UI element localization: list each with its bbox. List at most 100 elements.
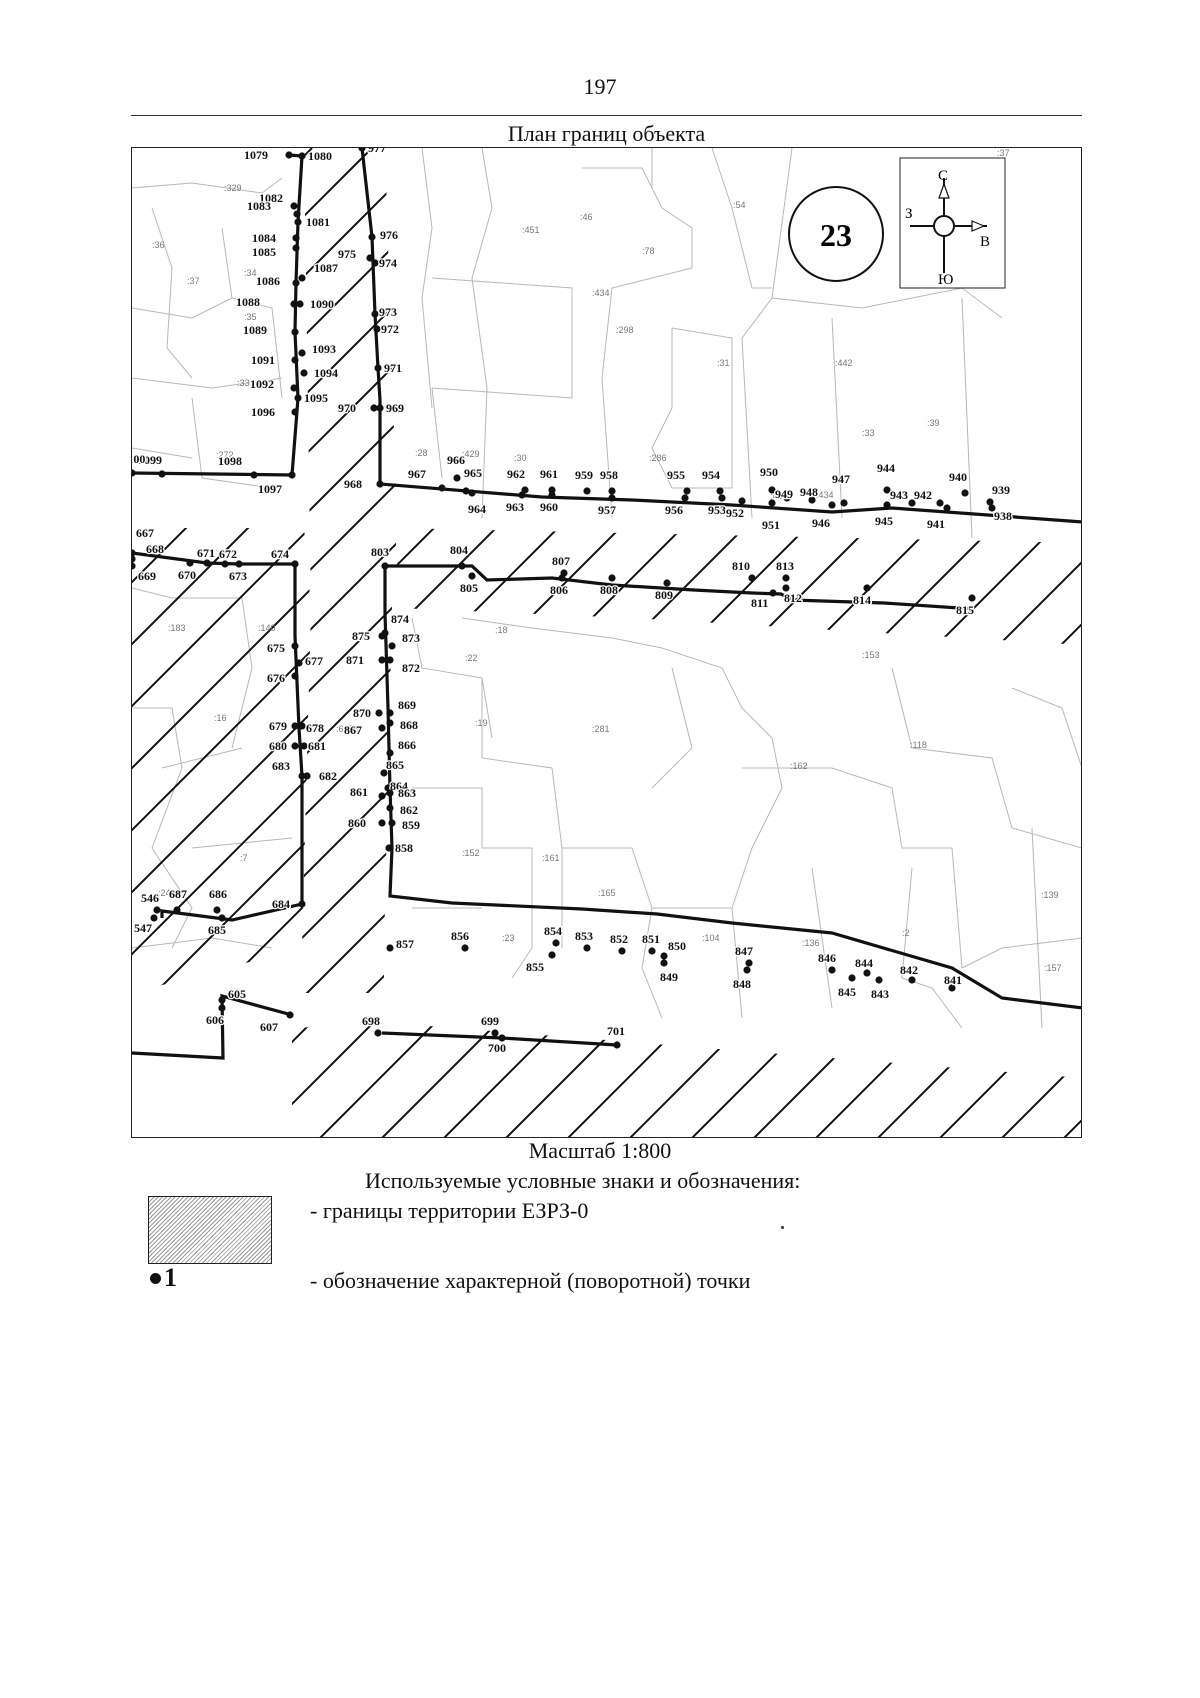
boundary-point-label: 701 — [607, 1024, 625, 1038]
boundary-point-label: 948 — [800, 485, 818, 499]
parcel-number-label: :161 — [542, 853, 560, 863]
hatch-line — [372, 148, 1082, 1138]
boundary-point-label: 970 — [338, 401, 356, 415]
boundary-point-label: 865 — [386, 758, 404, 772]
hatch-line — [868, 148, 1082, 1138]
boundary-point-label: 815 — [956, 603, 974, 617]
boundary-point-marker — [203, 559, 211, 567]
parcel-number-label: :23 — [502, 933, 515, 943]
boundary-point-marker — [386, 789, 394, 797]
boundary-point-label: 966 — [447, 453, 465, 467]
boundary-point-marker — [368, 233, 376, 241]
boundary-point-marker — [552, 939, 560, 947]
hatch-line — [867, 528, 1081, 645]
boundary-point-marker — [370, 404, 378, 412]
boundary-point-marker — [378, 656, 386, 664]
boundary-point-label: 679 — [269, 719, 287, 733]
parcel-number-label: :298 — [616, 325, 634, 335]
scan-speck — [781, 1226, 784, 1229]
boundary-point-label: 668 — [146, 542, 164, 556]
parcel-number-label: :7 — [240, 853, 248, 863]
boundary-point-label: 678 — [306, 721, 324, 735]
boundary-point-marker — [292, 244, 300, 252]
boundary-point-label: 698 — [362, 1014, 380, 1028]
hatch-line — [292, 1023, 753, 1137]
boundary-point-label: 812 — [784, 591, 802, 605]
boundary-point-label: 848 — [733, 977, 751, 991]
compass-east: В — [980, 234, 990, 250]
boundary-point-label: 960 — [540, 500, 558, 514]
boundary-point-marker — [218, 1004, 226, 1012]
boundary-point-marker — [769, 589, 777, 597]
parcel-number-label: :162 — [790, 761, 808, 771]
parcel-number-label: :140 — [258, 623, 276, 633]
boundary-point-marker — [548, 951, 556, 959]
parcel-number-label: :451 — [522, 225, 540, 235]
boundary-point-label: 1087 — [314, 261, 338, 275]
boundary-point-marker — [290, 384, 298, 392]
boundary-point-marker — [583, 487, 591, 495]
boundary-point-marker — [132, 562, 136, 570]
legend-hatch-label: - границы территории ЕЗРЗ-0 — [310, 1198, 589, 1223]
boundary-point-label: 940 — [949, 470, 967, 484]
hatch-line — [132, 148, 194, 1138]
legend-point-symbol: 1 — [150, 1263, 177, 1293]
boundary-point-label: 547 — [134, 921, 152, 935]
boundary-point-label: 864 — [390, 779, 408, 793]
boundary-point-marker — [153, 906, 161, 914]
boundary-point-marker — [376, 480, 384, 488]
boundary-point-marker — [295, 659, 303, 667]
boundary-point-marker — [173, 906, 181, 914]
boundary-point-label: 972 — [381, 322, 399, 336]
hatch-line — [302, 148, 397, 993]
boundary-point-label: 869 — [398, 698, 416, 712]
hatch-line — [397, 528, 753, 645]
boundary-point-marker — [948, 984, 956, 992]
sheet-number: 23 — [820, 217, 852, 253]
boundary-point-label: 670 — [178, 568, 196, 582]
boundary-point-marker — [288, 471, 296, 479]
parcel-number-label: :183 — [168, 623, 186, 633]
hatch-line — [292, 1023, 1001, 1137]
boundary-point-label: 965 — [464, 466, 482, 480]
boundary-point-label: 958 — [600, 468, 618, 482]
parcel-number-label: :33 — [237, 378, 250, 388]
boundary-point-marker — [618, 947, 626, 955]
boundary-point-label: 682 — [319, 769, 337, 783]
boundary-point-label: 843 — [871, 987, 889, 1001]
boundary-point-label: 686 — [209, 887, 227, 901]
boundary-point-marker — [988, 504, 996, 512]
legend-point-label: - обозначение характерной (поворотной) т… — [310, 1268, 751, 1293]
boundary-point-label: 862 — [400, 803, 418, 817]
boundary-point-marker — [298, 722, 306, 730]
boundary-point-marker — [968, 594, 976, 602]
boundary-point-marker — [468, 489, 476, 497]
boundary-point-label: 867 — [344, 723, 362, 737]
boundary-point-label: 808 — [600, 583, 618, 597]
boundary-point-marker — [908, 976, 916, 984]
hatch-line — [132, 528, 311, 993]
boundary-point-label: 1098 — [218, 454, 242, 468]
boundary-point-label: 546 — [141, 891, 159, 905]
boundary-point-marker — [291, 642, 299, 650]
parcel-number-label: :39 — [927, 418, 940, 428]
boundary-point-marker — [213, 906, 221, 914]
boundary-point-label: 607 — [260, 1020, 278, 1034]
boundary-point-label: 673 — [229, 569, 247, 583]
boundary-point-marker — [235, 560, 243, 568]
boundary-point-marker — [374, 364, 382, 372]
boundary-point-label: 964 — [468, 502, 486, 516]
boundary-point-label: 1081 — [306, 215, 330, 229]
boundary-point-label: 976 — [380, 228, 398, 242]
hatch-line — [132, 528, 195, 993]
boundary-point-label: 810 — [732, 559, 750, 573]
hatch-line — [991, 528, 1081, 645]
boundary-point-label: 975 — [338, 247, 356, 261]
boundary-point-label: 814 — [853, 593, 871, 607]
boundary-point-marker — [521, 486, 529, 494]
boundary-point-label: 680 — [269, 739, 287, 753]
boundary-point-label: 947 — [832, 472, 850, 486]
hatch-line — [132, 148, 194, 1138]
boundary-point-marker — [298, 152, 306, 160]
